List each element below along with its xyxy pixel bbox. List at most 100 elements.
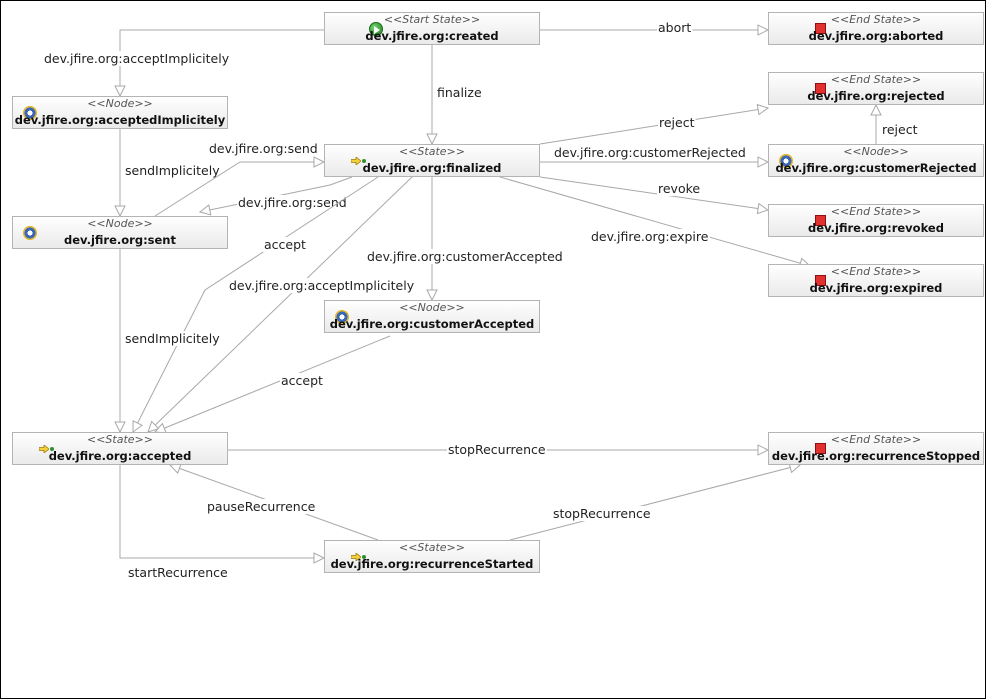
node-rejected[interactable]: <<End State>> dev.jfire.org:rejected xyxy=(768,72,984,105)
node-recurrence-started[interactable]: <<State>> dev.jfire.org:recurrenceStarted xyxy=(324,540,540,573)
transition-label-bg xyxy=(124,163,222,178)
node-name: dev.jfire.org:finalized xyxy=(362,161,502,175)
transition-accept-implicitely-2[interactable]: dev.jfire.org:acceptImplicitely xyxy=(147,176,416,433)
transition-label: stopRecurrence xyxy=(553,506,651,521)
transition-arrowhead xyxy=(147,420,160,433)
transition-label: abort xyxy=(658,20,691,35)
transition-expire[interactable]: dev.jfire.org:expire xyxy=(499,176,812,269)
transition-label: dev.jfire.org:acceptImplicitely xyxy=(44,51,230,66)
transition-reject-2[interactable]: reject xyxy=(870,103,919,144)
state-arrow-icon xyxy=(351,552,367,562)
transition-arrowhead xyxy=(756,103,770,116)
node-name: dev.jfire.org:revoked xyxy=(808,221,944,235)
node-stereotype: <<End State>> xyxy=(830,73,922,86)
transition-line xyxy=(119,465,324,559)
end-stop-icon xyxy=(815,215,826,226)
transition-reject-1[interactable]: reject xyxy=(539,103,770,145)
transition-label: pauseRecurrence xyxy=(207,499,316,514)
transition-send-up[interactable]: dev.jfire.org:send xyxy=(154,141,326,217)
node-finalized[interactable]: <<State>> dev.jfire.org:finalized xyxy=(324,144,540,177)
transition-line xyxy=(509,464,801,541)
node-sent[interactable]: <<Node>> dev.jfire.org:sent xyxy=(12,216,228,249)
node-gear-icon xyxy=(23,106,37,120)
end-stop-icon xyxy=(815,443,826,454)
transition-customer-rejected[interactable]: dev.jfire.org:customerRejected xyxy=(540,145,770,168)
transition-pause-recurrence[interactable]: pauseRecurrence xyxy=(168,463,379,541)
node-customer-accepted[interactable]: <<Node>>dev.jfire.org:customerAccepted xyxy=(324,300,540,333)
transition-send-down[interactable]: dev.jfire.org:send xyxy=(198,176,353,216)
transition-abort[interactable]: abort xyxy=(540,20,770,36)
transition-send-implicitely-1[interactable]: sendImplicitely xyxy=(114,129,222,218)
transition-line xyxy=(539,176,769,211)
transition-accept-2[interactable]: accept xyxy=(153,335,391,434)
transition-label: stopRecurrence xyxy=(448,442,546,457)
node-name: dev.jfire.org:created xyxy=(365,29,499,43)
transition-arrowhead xyxy=(426,289,438,302)
node-gear-icon xyxy=(335,310,349,324)
transition-label-bg xyxy=(657,20,693,35)
node-gear-icon xyxy=(23,226,37,240)
node-stereotype: <<State>> xyxy=(399,541,465,554)
node-accepted[interactable]: <<State>>dev.jfire.org:accepted xyxy=(12,432,228,465)
node-name: dev.jfire.org:acceptedImplicitely xyxy=(14,113,226,127)
transition-arrowhead xyxy=(114,205,126,218)
transition-finalize[interactable]: finalize xyxy=(426,45,483,146)
node-accepted-implicitely[interactable]: <<Node>>dev.jfire.org:acceptedImplicitel… xyxy=(12,96,228,129)
transition-arrowhead xyxy=(132,420,143,433)
node-name: dev.jfire.org:customerRejected xyxy=(775,161,977,175)
transition-customer-accepted[interactable]: dev.jfire.org:customerAccepted xyxy=(366,177,564,302)
transition-label-bg xyxy=(263,237,308,252)
transition-line xyxy=(147,176,413,433)
transition-label: dev.jfire.org:customerAccepted xyxy=(367,249,563,264)
transition-label: reject xyxy=(659,115,695,130)
state-arrow-icon xyxy=(39,444,55,454)
transition-arrowhead xyxy=(426,133,438,146)
node-expired[interactable]: <<End State>> dev.jfire.org:expired xyxy=(768,264,984,297)
node-revoked[interactable]: <<End State>>dev.jfire.org:revoked xyxy=(768,204,984,237)
transition-accept-implicitely-1[interactable]: dev.jfire.org:acceptImplicitely xyxy=(43,29,324,98)
transition-arrowhead xyxy=(870,103,882,116)
transition-label: revoke xyxy=(658,181,700,196)
transition-line xyxy=(499,176,811,267)
transition-label: accept xyxy=(281,373,323,388)
transition-label: accept xyxy=(264,237,306,252)
transition-label: startRecurrence xyxy=(128,565,228,580)
transition-label-bg xyxy=(208,141,319,156)
node-name: dev.jfire.org:rejected xyxy=(807,89,945,103)
node-name: dev.jfire.org:sent xyxy=(64,233,176,247)
transition-start-recurrence[interactable]: startRecurrence xyxy=(119,465,326,580)
transition-label: dev.jfire.org:send xyxy=(209,141,318,156)
node-stereotype: <<End State>> xyxy=(830,433,922,446)
transition-label: dev.jfire.org:acceptImplicitely xyxy=(229,278,415,293)
transition-arrowhead xyxy=(313,156,326,168)
transition-send-implicitely-2[interactable]: sendImplicitely xyxy=(114,249,222,434)
node-name: dev.jfire.org:recurrenceStarted xyxy=(330,557,534,571)
node-stereotype: <<State>> xyxy=(399,145,465,158)
node-aborted[interactable]: <<End State>>dev.jfire.org:aborted xyxy=(768,12,984,45)
transition-label-bg xyxy=(436,85,483,100)
transition-line xyxy=(539,107,769,145)
transition-line xyxy=(154,161,324,217)
transition-arrowhead xyxy=(114,85,126,98)
node-created[interactable]: <<Start State>>dev.jfire.org:created xyxy=(324,12,540,45)
state-arrow-icon xyxy=(351,156,367,166)
transition-stop-recurrence-1[interactable]: stopRecurrence xyxy=(228,442,770,457)
node-customer-rejected[interactable]: <<Node>>dev.jfire.org:customerRejected xyxy=(768,144,984,177)
transition-stop-recurrence-2[interactable]: stopRecurrence xyxy=(509,462,802,541)
transition-label: sendImplicitely xyxy=(125,331,220,346)
transition-revoke[interactable]: revoke xyxy=(539,176,770,215)
transition-label-bg xyxy=(43,51,231,66)
node-name: dev.jfire.org:expired xyxy=(809,281,943,295)
transition-label-bg xyxy=(206,499,317,514)
transition-arrowhead xyxy=(757,156,770,168)
transition-line xyxy=(119,29,324,96)
transition-label-bg xyxy=(228,278,416,293)
node-stereotype: <<Node>> xyxy=(87,217,153,230)
node-stereotype: <<End State>> xyxy=(830,265,922,278)
transition-accept-1[interactable]: accept xyxy=(132,176,379,433)
transition-label-bg xyxy=(366,249,564,264)
node-recurrence-stopped[interactable]: <<End State>>dev.jfire.org:recurrenceSto… xyxy=(768,432,984,465)
transition-line xyxy=(132,176,379,433)
transition-label-bg xyxy=(552,506,652,521)
